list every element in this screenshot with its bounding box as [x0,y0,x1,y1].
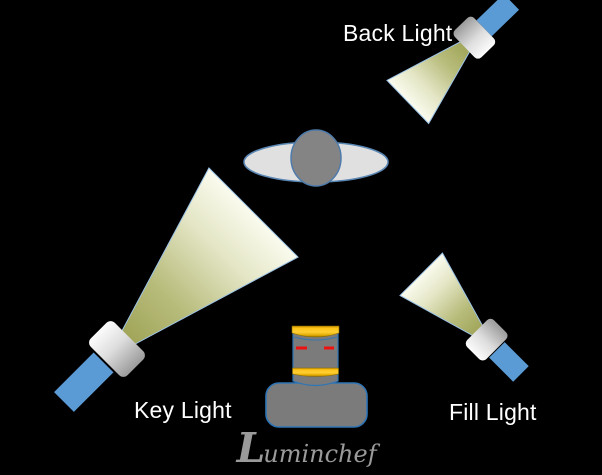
back-light-head [453,16,496,59]
key-light-flashlight [54,167,299,412]
camera-body [265,382,368,428]
lens-front-gold-ring [291,325,340,338]
fill-light-label: Fill Light [449,399,537,425]
key-light-label: Key Light [134,397,232,423]
subject-head [290,129,342,187]
back-light-handle [476,0,520,37]
lens-ring-curve [293,336,338,341]
fill-light-handle [489,342,529,382]
watermark-luminchef: Luminchef [236,424,377,472]
camera [265,325,368,428]
lens-lower-gold-ring [292,367,339,377]
key-light-head [89,321,145,377]
key-light-handle [54,352,114,412]
subject-person [243,129,389,187]
back-light-flashlight [386,0,520,125]
lens-red-mark-left [296,346,307,350]
lens-red-mark-right [324,346,334,350]
fill-light-flashlight [399,252,529,382]
fill-light-head [465,318,508,361]
back-light-label: Back Light [343,20,453,46]
